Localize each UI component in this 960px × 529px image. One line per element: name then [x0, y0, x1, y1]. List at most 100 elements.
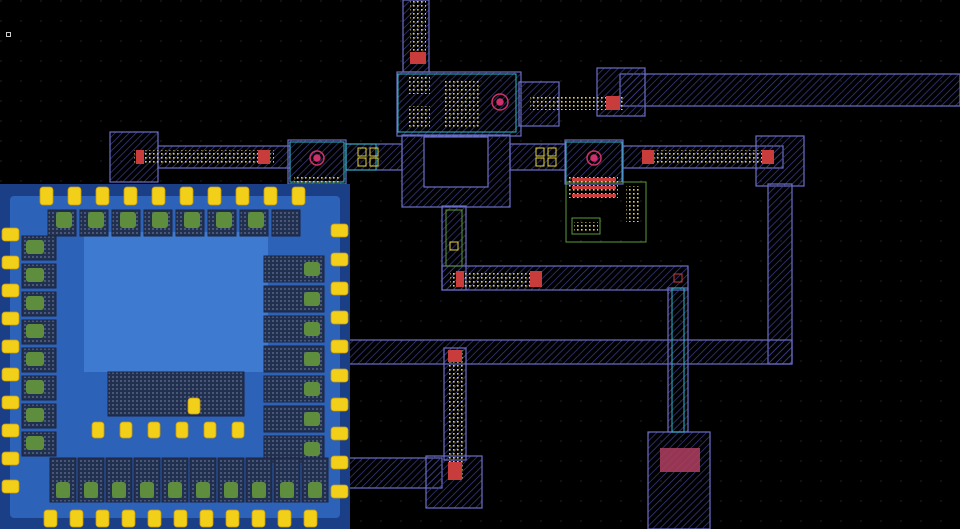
- bond-pad: [291, 186, 306, 206]
- bond-pad: [151, 186, 166, 206]
- device: [56, 482, 70, 498]
- bond-pad: [179, 186, 194, 206]
- bond-pad: [1, 227, 20, 242]
- device: [304, 382, 320, 396]
- circuit-block: [263, 255, 325, 283]
- device: [224, 482, 238, 498]
- device: [26, 240, 44, 254]
- bond-pad: [330, 397, 349, 412]
- bond-pad: [199, 509, 214, 528]
- metal-pad-bottom-right: [647, 431, 711, 529]
- bond-pad: [1, 451, 20, 466]
- via-array-center-bl: [408, 106, 430, 128]
- via-array-left-device: [294, 176, 340, 184]
- bond-pad-inner: [147, 421, 161, 439]
- bond-pad: [225, 509, 240, 528]
- bond-pad: [277, 509, 292, 528]
- metal-trace-top-right: [619, 73, 960, 107]
- via-array-top-feed: [410, 0, 426, 60]
- metal-trace-bottom-return: [345, 339, 793, 365]
- bond-pad: [43, 509, 58, 528]
- device: [26, 352, 44, 366]
- bond-pad: [67, 186, 82, 206]
- device: [26, 436, 44, 450]
- device: [216, 212, 232, 228]
- bond-pad-inner: [119, 421, 133, 439]
- corner-marker: [6, 32, 11, 37]
- bond-pad: [1, 339, 20, 354]
- device: [120, 212, 136, 228]
- device: [56, 212, 72, 228]
- device: [168, 482, 182, 498]
- via-array-green: [574, 222, 598, 232]
- inductor-symbols: [309, 93, 602, 166]
- bond-pad: [147, 509, 162, 528]
- circuit-block: [107, 371, 245, 417]
- via-array-right-small: [626, 186, 640, 222]
- bond-pad: [1, 423, 20, 438]
- device: [26, 296, 44, 310]
- bond-pad: [330, 339, 349, 354]
- device: [26, 380, 44, 394]
- device: [304, 292, 320, 306]
- via-arrays: [134, 0, 774, 480]
- via-array-top-right: [530, 96, 624, 110]
- bond-pad: [123, 186, 138, 206]
- device: [248, 212, 264, 228]
- bond-pad: [330, 310, 349, 325]
- device: [304, 442, 320, 456]
- bond-pad: [69, 509, 84, 528]
- via-array-lower-stem: [447, 350, 463, 480]
- bond-pad-inner: [91, 421, 105, 439]
- bond-pad: [207, 186, 222, 206]
- device: [304, 322, 320, 336]
- device: [304, 352, 320, 366]
- bond-pad-inner: [187, 397, 201, 415]
- bond-pad: [1, 255, 20, 270]
- bond-pad: [263, 186, 278, 206]
- device: [112, 482, 126, 498]
- bond-pad: [330, 281, 349, 296]
- device: [26, 324, 44, 338]
- device: [184, 212, 200, 228]
- via-array-center: [445, 80, 481, 128]
- bond-pad: [330, 484, 349, 499]
- circuit-block: [271, 209, 301, 237]
- device: [280, 482, 294, 498]
- bond-pad: [95, 186, 110, 206]
- device: [26, 408, 44, 422]
- bond-pad: [173, 509, 188, 528]
- small-contacts: [357, 147, 683, 283]
- bond-pad: [1, 311, 20, 326]
- metal-trace-right-stem: [667, 287, 689, 433]
- bond-pad: [251, 509, 266, 528]
- device: [140, 482, 154, 498]
- bond-pad-inner: [231, 421, 245, 439]
- ring-inner: [423, 136, 489, 188]
- via-array-center-tl: [408, 76, 430, 94]
- die-devices: [26, 212, 322, 498]
- bond-pad: [330, 223, 349, 238]
- device: [84, 482, 98, 498]
- bond-pad: [330, 455, 349, 470]
- bond-pad: [330, 252, 349, 267]
- device: [26, 268, 44, 282]
- bond-pad-inner: [175, 421, 189, 439]
- bond-pad: [1, 283, 20, 298]
- bond-pad: [95, 509, 110, 528]
- bond-pad: [330, 368, 349, 383]
- resistor-marks: [136, 52, 774, 480]
- device: [252, 482, 266, 498]
- circuit-block: [273, 457, 301, 503]
- die-bond-pads: [1, 186, 349, 528]
- device: [304, 412, 320, 426]
- device: [196, 482, 210, 498]
- device: [308, 482, 322, 498]
- device: [304, 262, 320, 276]
- bond-pad: [303, 509, 318, 528]
- bond-pad: [1, 395, 20, 410]
- bond-pad: [39, 186, 54, 206]
- bond-pad: [330, 426, 349, 441]
- die-photo-inset: [0, 184, 350, 529]
- bond-pad-inner: [203, 421, 217, 439]
